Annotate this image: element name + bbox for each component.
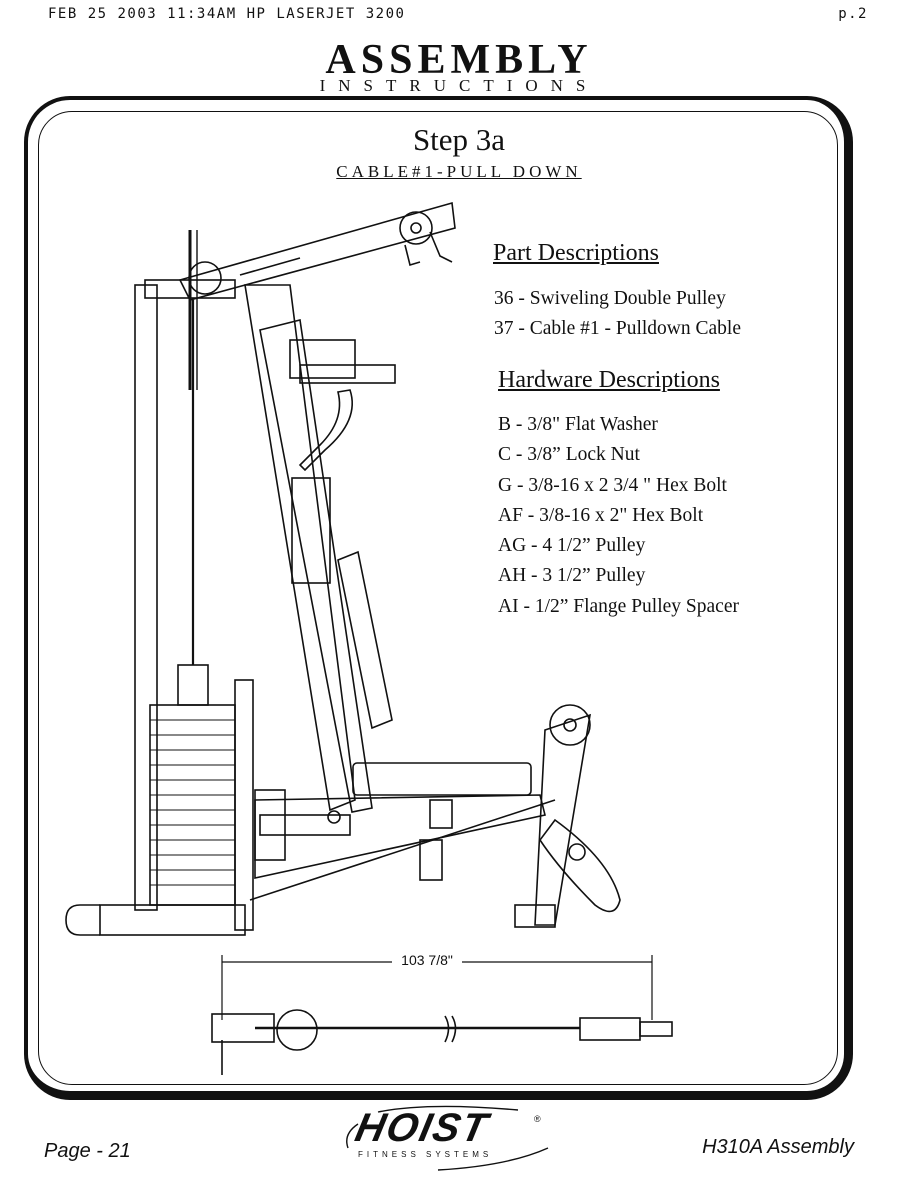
model-label: H310A Assembly [702,1136,854,1158]
fax-header-left: FEB 25 2003 11:34AM HP LASERJET 3200 [48,6,406,22]
hardware-item: AG - 4 1/2” Pulley [498,535,646,557]
hoist-logo: HOIST ® FITNESS SYSTEMS [338,1104,558,1174]
hardware-item: AI - 1/2” Flange Pulley Spacer [498,595,739,617]
hardware-descriptions-list: B - 3/8" Flat Washer C - 3/8” Lock Nut G… [498,410,739,622]
hardware-item: AH - 3 1/2” Pulley [498,565,646,587]
hardware-item: AF - 3/8-16 x 2" Hex Bolt [498,504,704,526]
page-number: Page - 21 [44,1140,131,1162]
hardware-item: G - 3/8-16 x 2 3/4 " Hex Bolt [498,474,727,496]
part-item: 37 - Cable #1 - Pulldown Cable [494,318,741,340]
inner-frame [38,111,838,1085]
part-descriptions-title: Part Descriptions [493,240,659,266]
hardware-descriptions-title: Hardware Descriptions [498,367,720,393]
document-title: ASSEMBLY [325,37,593,83]
part-descriptions-list: 36 - Swiveling Double Pulley 37 - Cable … [494,284,741,345]
document-subtitle: INSTRUCTIONS [319,76,599,95]
logo-tagline: FITNESS SYSTEMS [358,1150,493,1159]
step-title: Step 3a [412,122,506,157]
fax-page-number: p.2 [838,6,868,22]
outer-frame [24,96,853,1100]
cable-length-label: 103 7/8" [392,952,462,968]
logo-wordmark: HOIST [351,1106,494,1150]
part-item: 36 - Swiveling Double Pulley [494,288,726,309]
hardware-item: C - 3/8” Lock Nut [498,444,640,466]
step-subtitle: CABLE#1-PULL DOWN [336,162,582,181]
hardware-item: B - 3/8" Flat Washer [498,414,658,435]
registered-mark: ® [534,1114,541,1124]
